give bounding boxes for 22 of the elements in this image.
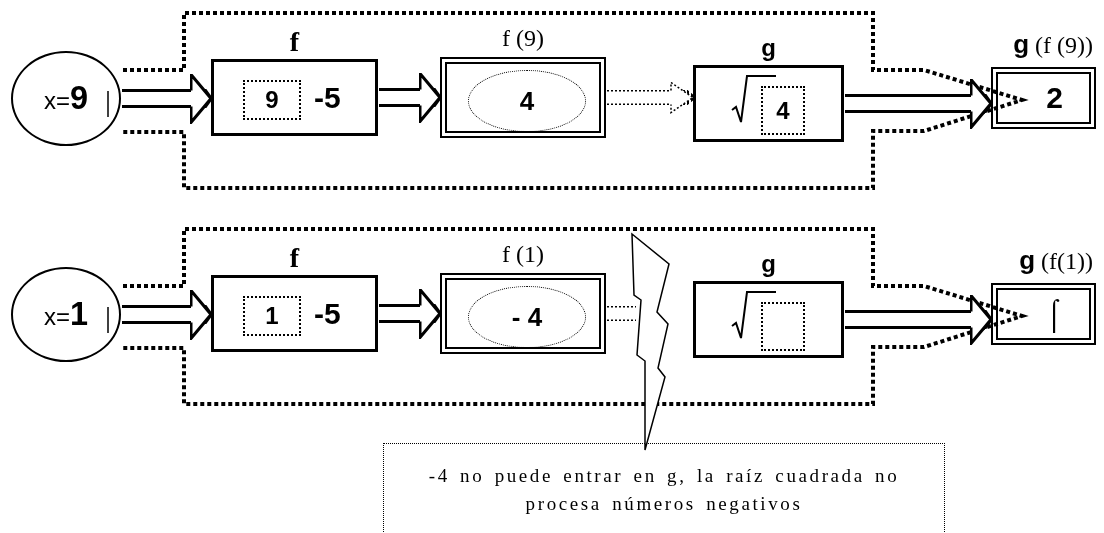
output-value: ⌠ (1044, 297, 1063, 331)
result-label: f (1) (502, 240, 544, 268)
function-name: g (761, 250, 776, 278)
result-label: f (9) (502, 24, 544, 52)
note-text: -4 no puede entrar en g, la raíz cuadrada no procesa números negativos (427, 464, 901, 516)
empty-dotted-square (761, 302, 805, 351)
input-slot: 4 (761, 86, 805, 135)
function-name: g (761, 34, 776, 62)
input-slot: 9 (243, 80, 301, 120)
input-value: x=9 (44, 80, 88, 117)
function-name: f (289, 244, 300, 272)
function-name: f (289, 28, 300, 56)
output-label: g (f (9)) (1013, 30, 1093, 59)
input-value: x=1 (44, 296, 88, 333)
input-oval (11, 51, 121, 146)
input-oval (11, 267, 121, 362)
operation-text: -5 (314, 296, 341, 331)
input-slot: 1 (243, 296, 301, 336)
output-label: g (f(1)) (1019, 246, 1093, 275)
operation-text: -5 (314, 80, 341, 115)
note-box (383, 443, 945, 533)
output-value: 2 (1046, 81, 1063, 115)
